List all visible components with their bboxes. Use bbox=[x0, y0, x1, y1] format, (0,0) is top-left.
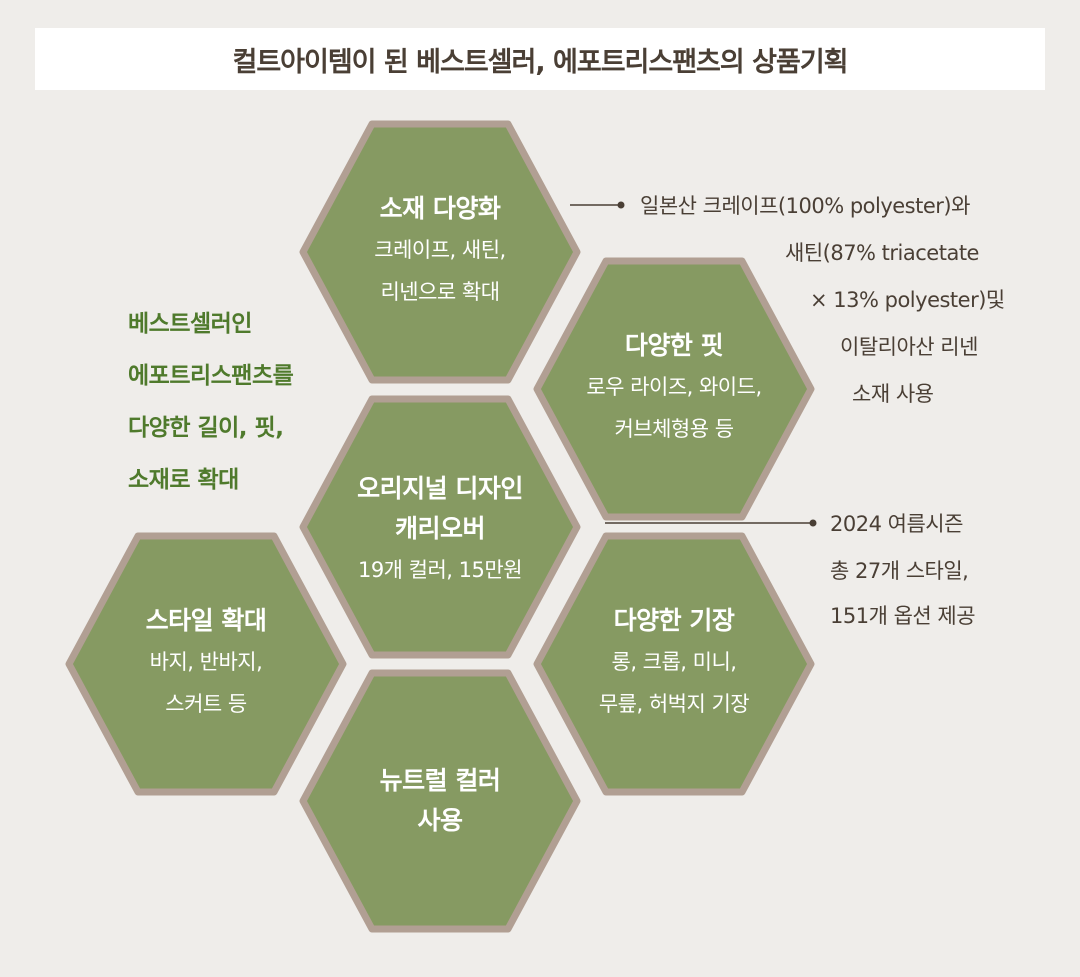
hex-original-title-1: 오리지널 디자인 bbox=[357, 474, 523, 503]
hex-style-line-2: 스커트 등 bbox=[165, 692, 247, 716]
hex-neutral bbox=[299, 669, 581, 933]
hex-original-title-2: 캐리오버 bbox=[394, 514, 486, 543]
material-detail-line-4: 이탈리아산 리넨 bbox=[840, 335, 978, 359]
material-detail-line-3: × 13% polyester)및 bbox=[810, 288, 1005, 312]
side-note-line-4: 소재로 확대 bbox=[128, 467, 239, 493]
side-note-line-3: 다양한 길이, 핏, bbox=[128, 415, 284, 441]
hex-fit-text: 다양한 핏 로우 라이즈, 와이드, 커브체형용 등 bbox=[544, 326, 804, 450]
hex-material-text: 소재 다양화 크레이프, 새틴, 리넨으로 확대 bbox=[310, 189, 570, 313]
material-detail-line-5: 소재 사용 bbox=[852, 382, 934, 406]
hex-length bbox=[533, 532, 815, 796]
hex-style-title: 스타일 확대 bbox=[145, 606, 267, 635]
material-detail-line-1: 일본산 크레이프(100% polyester)와 bbox=[640, 194, 970, 218]
season-detail-line-1: 2024 여름시즌 bbox=[830, 512, 963, 536]
title-banner: 컬트아이템이 된 베스트셀러, 에포트리스팬츠의 상품기획 bbox=[35, 28, 1045, 90]
hex-length-title: 다양한 기장 bbox=[613, 606, 735, 635]
hex-fit bbox=[533, 257, 815, 521]
hex-style bbox=[65, 532, 347, 796]
material-detail-line-2: 새틴(87% triacetate bbox=[785, 241, 979, 265]
hex-fit-title: 다양한 핏 bbox=[624, 331, 724, 360]
hex-original bbox=[299, 395, 581, 659]
hex-material-line-1: 크레이프, 새틴, bbox=[374, 238, 506, 262]
side-note-line-2: 에포트리스팬츠를 bbox=[128, 363, 294, 389]
page-title: 컬트아이템이 된 베스트셀러, 에포트리스팬츠의 상품기획 bbox=[232, 46, 848, 78]
hex-length-text: 다양한 기장 롱, 크롭, 미니, 무릎, 허벅지 기장 bbox=[544, 601, 804, 725]
season-detail-line-2: 총 27개 스타일, bbox=[830, 559, 969, 583]
hex-original-line-1: 19개 컬러, 15만원 bbox=[357, 558, 523, 582]
hex-material bbox=[299, 120, 581, 384]
hex-neutral-title-1: 뉴트럴 컬러 bbox=[379, 766, 501, 795]
hex-length-line-1: 롱, 크롭, 미니, bbox=[611, 650, 737, 674]
connector-dot-material bbox=[617, 201, 625, 209]
hex-neutral-title-2: 사용 bbox=[417, 806, 463, 835]
hex-neutral-text: 뉴트럴 컬러 사용 bbox=[310, 761, 570, 841]
hex-length-line-2: 무릎, 허벅지 기장 bbox=[598, 692, 750, 716]
hex-style-text: 스타일 확대 바지, 반바지, 스커트 등 bbox=[76, 601, 336, 725]
hex-material-title: 소재 다양화 bbox=[379, 194, 501, 223]
hex-style-line-1: 바지, 반바지, bbox=[149, 650, 263, 674]
season-detail-line-3: 151개 옵션 제공 bbox=[830, 604, 976, 628]
connector-dot-season bbox=[809, 519, 817, 527]
hex-fit-line-1: 로우 라이즈, 와이드, bbox=[586, 375, 762, 399]
side-note: 베스트셀러인 에포트리스팬츠를 다양한 길이, 핏, 소재로 확대 bbox=[128, 298, 388, 506]
hex-fit-line-2: 커브체형용 등 bbox=[614, 417, 734, 441]
hex-original-text: 오리지널 디자인 캐리오버 19개 컬러, 15만원 bbox=[310, 469, 570, 591]
hex-material-line-2: 리넨으로 확대 bbox=[380, 280, 500, 304]
side-note-line-1: 베스트셀러인 bbox=[128, 311, 252, 337]
